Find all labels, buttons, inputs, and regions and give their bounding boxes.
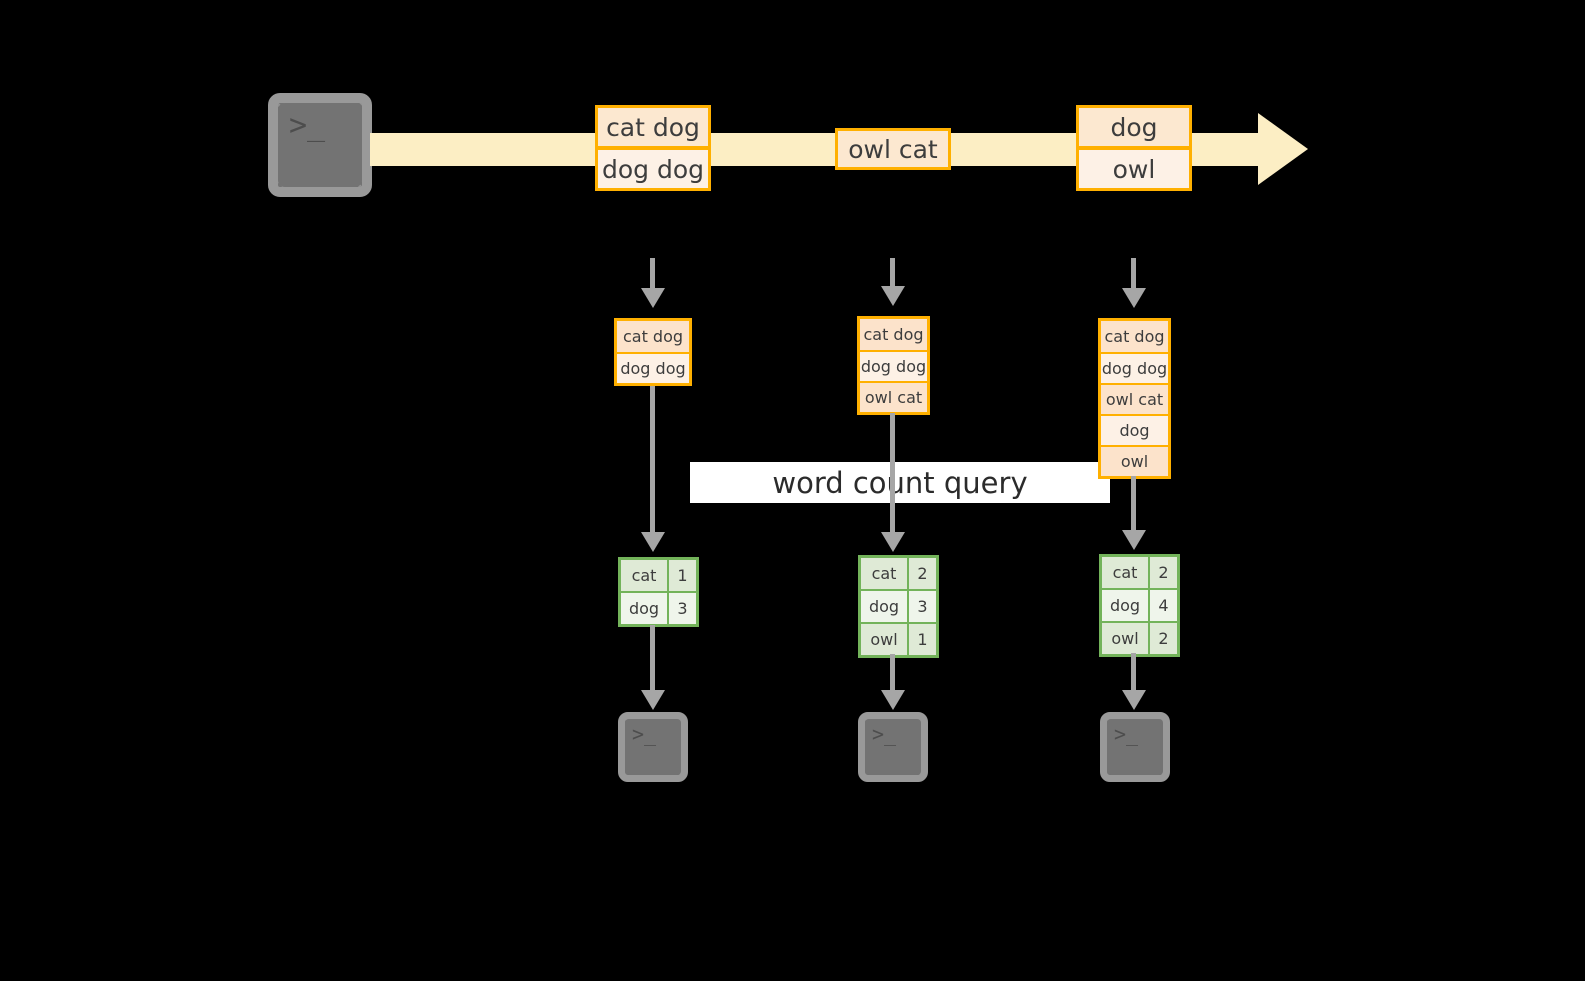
snapshot-1-query-arrowhead	[641, 532, 665, 552]
snapshot-3-query-line	[1131, 476, 1136, 538]
terminal-screen	[865, 719, 921, 775]
table-row: dog 3	[621, 591, 696, 624]
snapshot-1-query-line	[650, 386, 655, 538]
snapshot-1-result-table: cat 1 dog 3	[618, 557, 699, 627]
result-word: owl	[1102, 623, 1150, 654]
table-row: cat 2	[861, 558, 936, 589]
buffer-row: dog	[1101, 414, 1168, 445]
result-count: 2	[1150, 623, 1177, 654]
snapshot-2-tap-arrowhead	[881, 286, 905, 306]
snapshot-3-buffer: cat dog dog dog owl cat dog owl	[1098, 318, 1171, 479]
snapshot-1-consumer-terminal-icon: >_	[618, 712, 688, 782]
event-text: dog dog	[601, 154, 704, 184]
snapshot-1-buffer: cat dog dog dog	[614, 318, 692, 386]
snapshot-2-query-arrowhead	[881, 532, 905, 552]
snapshot-2-output-line	[890, 654, 895, 695]
event-text: owl cat	[848, 134, 938, 164]
table-row: owl 2	[1102, 621, 1177, 654]
snapshot-3-query-arrowhead	[1122, 530, 1146, 550]
result-word: dog	[1102, 590, 1150, 621]
table-row: cat 1	[621, 560, 696, 591]
result-word: dog	[861, 591, 909, 622]
stream-event-1-line-2: dog dog	[595, 147, 711, 191]
terminal-prompt-glyph: >_	[872, 722, 897, 746]
event-text: owl	[1112, 154, 1156, 184]
buffer-row: owl cat	[1101, 383, 1168, 414]
snapshot-3-tap-line	[1131, 258, 1136, 294]
snapshot-3-output-line	[1131, 653, 1136, 695]
buffer-row: dog dog	[1101, 352, 1168, 383]
event-text: cat dog	[606, 112, 700, 142]
snapshot-1-tap-arrowhead	[641, 288, 665, 308]
snapshot-2-buffer: cat dog dog dog owl cat	[857, 316, 930, 415]
result-count: 3	[909, 591, 936, 622]
stream-event-2-line-1: owl cat	[835, 128, 951, 170]
snapshot-3-result-table: cat 2 dog 4 owl 2	[1099, 554, 1180, 657]
snapshot-2-tap-line	[890, 258, 895, 292]
buffer-row: owl	[1101, 445, 1168, 476]
query-caption-band: word count query	[690, 462, 1110, 503]
buffer-row: dog dog	[860, 350, 927, 381]
event-stream-arrowhead	[1258, 113, 1308, 185]
terminal-prompt-glyph: >_	[1114, 722, 1139, 746]
producer-terminal-icon: >_	[268, 93, 372, 197]
snapshot-3-consumer-terminal-icon: >_	[1100, 712, 1170, 782]
result-count: 4	[1150, 590, 1177, 621]
terminal-prompt-glyph: >_	[632, 722, 657, 746]
snapshot-2-result-table: cat 2 dog 3 owl 1	[858, 555, 939, 658]
result-word: dog	[621, 593, 669, 624]
result-count: 2	[1150, 557, 1177, 588]
result-word: cat	[1102, 557, 1150, 588]
snapshot-1-output-arrowhead	[641, 690, 665, 710]
buffer-row: cat dog	[617, 321, 689, 352]
event-text: dog	[1110, 112, 1158, 142]
snapshot-3-output-arrowhead	[1122, 690, 1146, 710]
terminal-prompt-glyph: >_	[289, 108, 326, 143]
buffer-row: owl cat	[860, 381, 927, 412]
stream-event-1-line-1: cat dog	[595, 105, 711, 149]
result-word: cat	[861, 558, 909, 589]
result-count: 2	[909, 558, 936, 589]
snapshot-1-tap-line	[650, 258, 655, 294]
terminal-screen	[278, 103, 362, 187]
result-count: 1	[669, 560, 696, 591]
buffer-row: dog dog	[617, 352, 689, 383]
snapshot-2-consumer-terminal-icon: >_	[858, 712, 928, 782]
result-count: 3	[669, 593, 696, 624]
table-row: cat 2	[1102, 557, 1177, 588]
snapshot-1-output-line	[650, 625, 655, 695]
snapshot-2-output-arrowhead	[881, 690, 905, 710]
stream-event-3-line-1: dog	[1076, 105, 1192, 149]
snapshot-2-query-line	[890, 413, 895, 538]
terminal-screen	[625, 719, 681, 775]
buffer-row: cat dog	[1101, 321, 1168, 352]
result-word: cat	[621, 560, 669, 591]
snapshot-3-tap-arrowhead	[1122, 288, 1146, 308]
stream-event-3-line-2: owl	[1076, 147, 1192, 191]
terminal-screen	[1107, 719, 1163, 775]
buffer-row: cat dog	[860, 319, 927, 350]
query-caption-label: word count query	[772, 465, 1028, 500]
result-word: owl	[861, 624, 909, 655]
table-row: dog 4	[1102, 588, 1177, 621]
result-count: 1	[909, 624, 936, 655]
table-row: owl 1	[861, 622, 936, 655]
table-row: dog 3	[861, 589, 936, 622]
